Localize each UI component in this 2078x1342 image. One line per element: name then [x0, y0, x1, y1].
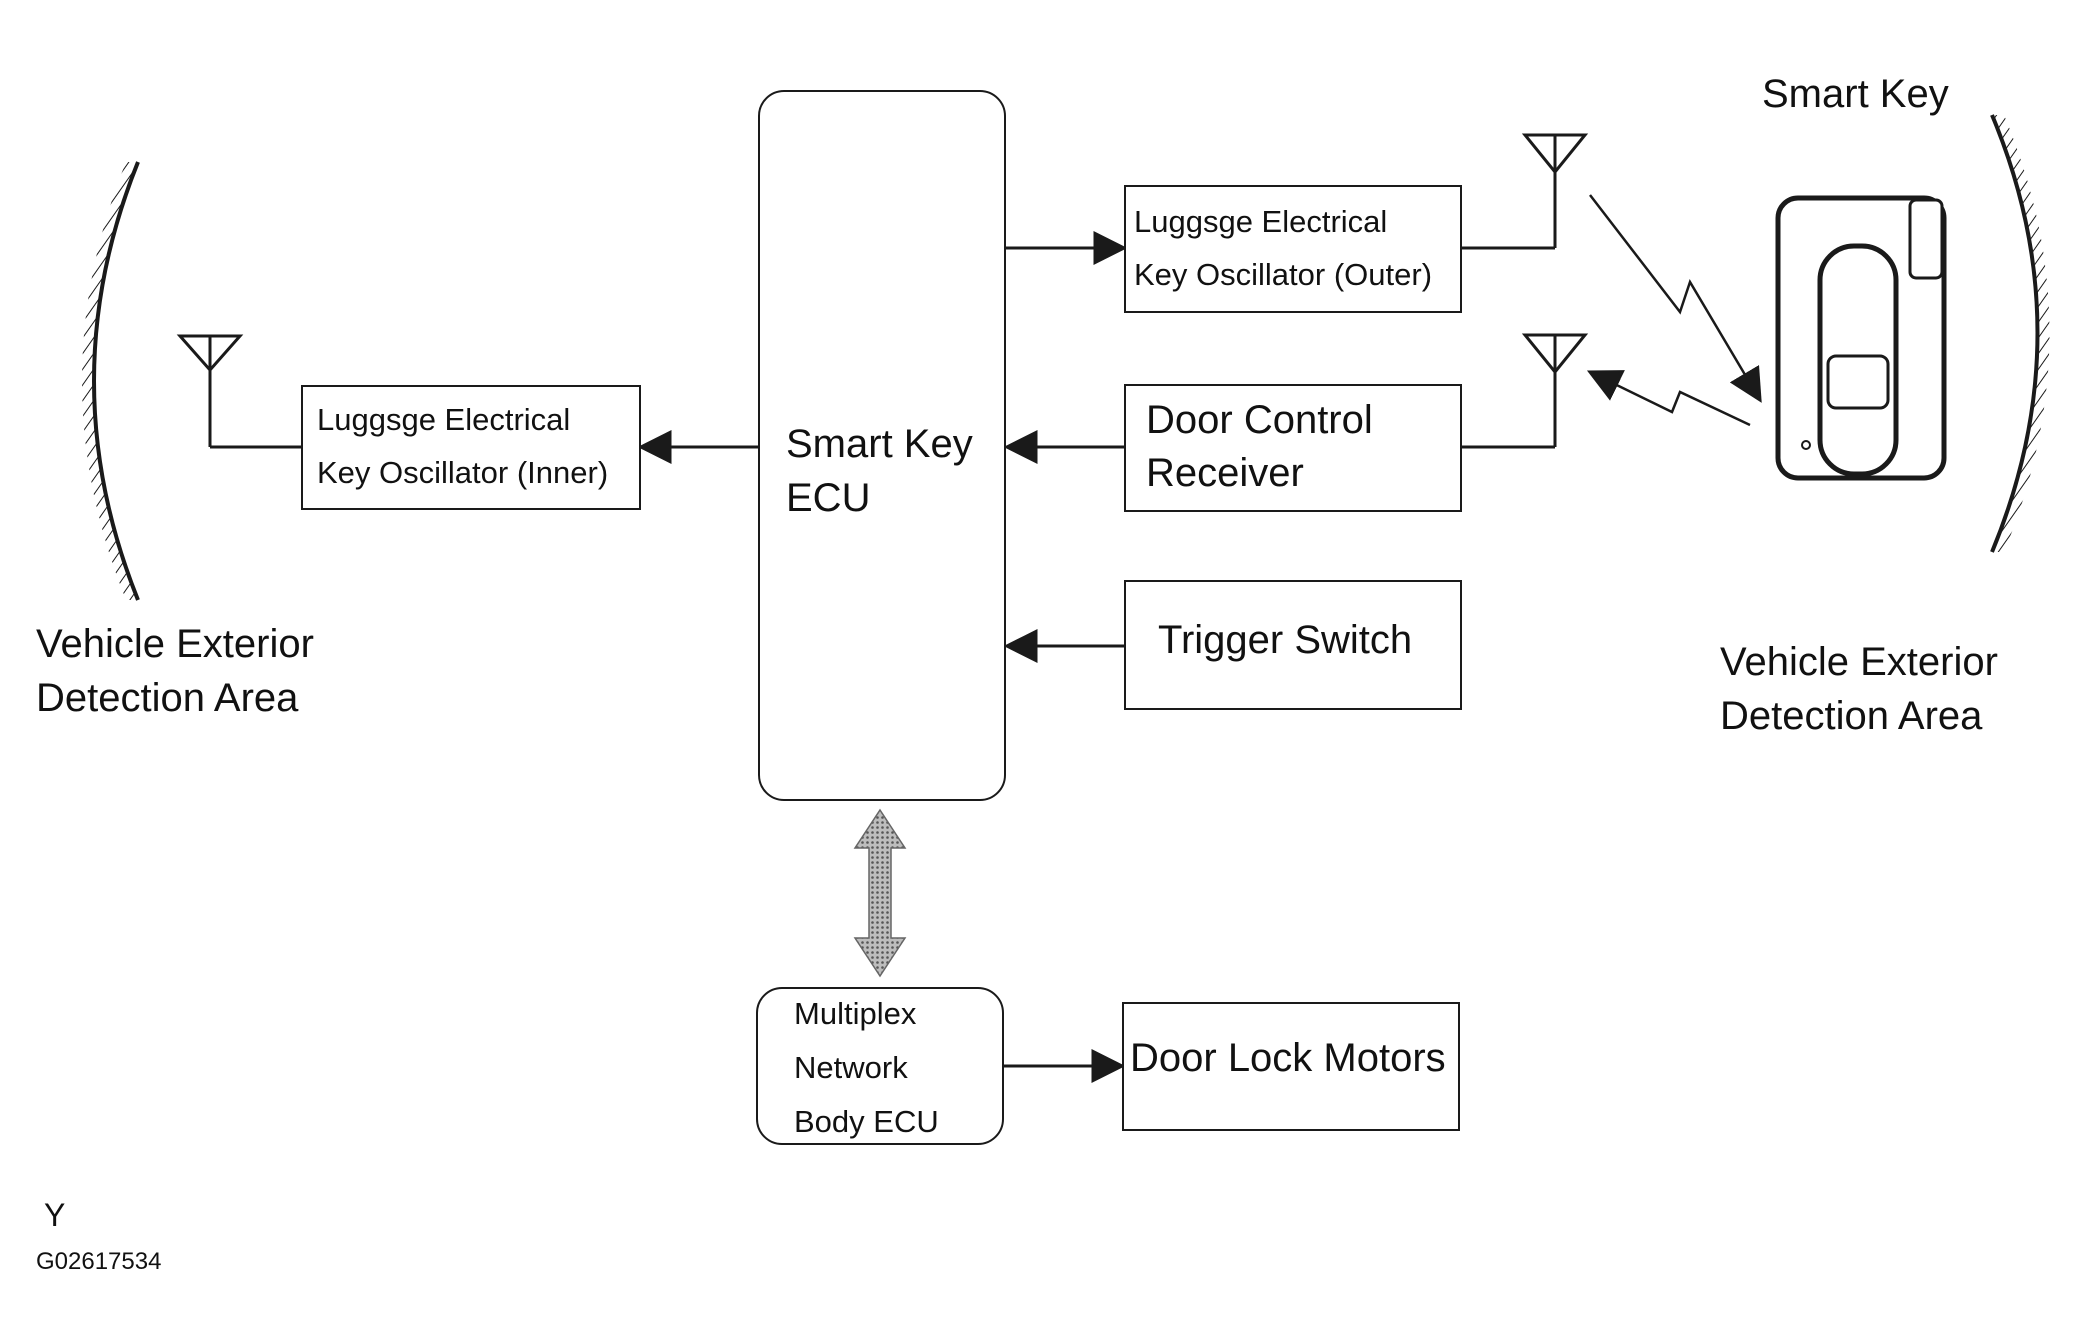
right-area-line1: Vehicle Exterior: [1720, 640, 1998, 684]
right-area-line2: Detection Area: [1720, 694, 1983, 738]
oscillator-outer-block: Luggsge Electrical Key Oscillator (Outer…: [1124, 185, 1462, 313]
oscillator-outer-line2: Key Oscillator (Outer): [1134, 257, 1433, 293]
multiplex-bus-double-arrow: [853, 808, 907, 978]
receiver-line1: Door Control: [1146, 398, 1373, 442]
door-lock-motors-label: Door Lock Motors: [1130, 1036, 1446, 1080]
trigger-switch-block: Trigger Switch: [1124, 580, 1462, 710]
right-detection-area-label: Vehicle Exterior Detection Area: [1720, 638, 1998, 740]
left-area-line1: Vehicle Exterior: [36, 622, 314, 666]
left-area-line2: Detection Area: [36, 676, 299, 720]
left-detection-area-label: Vehicle Exterior Detection Area: [36, 620, 314, 722]
oscillator-inner-line1: Luggsge Electrical: [317, 402, 571, 437]
figure-code: G02617534: [36, 1248, 162, 1275]
receiver-line2: Receiver: [1146, 451, 1304, 495]
radio-wave-icon: [1586, 194, 1762, 427]
body-ecu-line2: Network: [794, 1050, 908, 1086]
oscillator-outer-line1: Luggsge Electrical: [1134, 204, 1388, 239]
footer-letter: Y: [44, 1197, 66, 1233]
trigger-switch-label: Trigger Switch: [1158, 618, 1413, 662]
oscillator-inner-block: Luggsge Electrical Key Oscillator (Inner…: [301, 385, 641, 510]
left-detection-boundary-icon: [82, 161, 140, 601]
oscillator-inner-line2: Key Oscillator (Inner): [317, 455, 609, 491]
right-detection-boundary-icon: [1990, 114, 2050, 553]
door-lock-motors-block: Door Lock Motors: [1122, 1002, 1460, 1131]
smart-key-ecu-block: Smart Key ECU: [758, 90, 1006, 801]
multiplex-body-ecu-block: Multiplex Network Body ECU: [756, 987, 1004, 1145]
body-ecu-line1: Multiplex: [794, 996, 917, 1031]
door-control-receiver-block: Door Control Receiver: [1124, 384, 1462, 512]
ecu-label-line2: ECU: [786, 476, 871, 520]
smart-key-fob-icon: [1775, 195, 1947, 481]
ecu-label-line1: Smart Key: [786, 422, 973, 466]
body-ecu-line3: Body ECU: [794, 1104, 939, 1140]
antenna-icon: [176, 334, 301, 449]
antenna-icon: [1462, 133, 1589, 250]
smart-key-label: Smart Key: [1762, 72, 1949, 116]
antenna-icon: [1462, 333, 1589, 449]
